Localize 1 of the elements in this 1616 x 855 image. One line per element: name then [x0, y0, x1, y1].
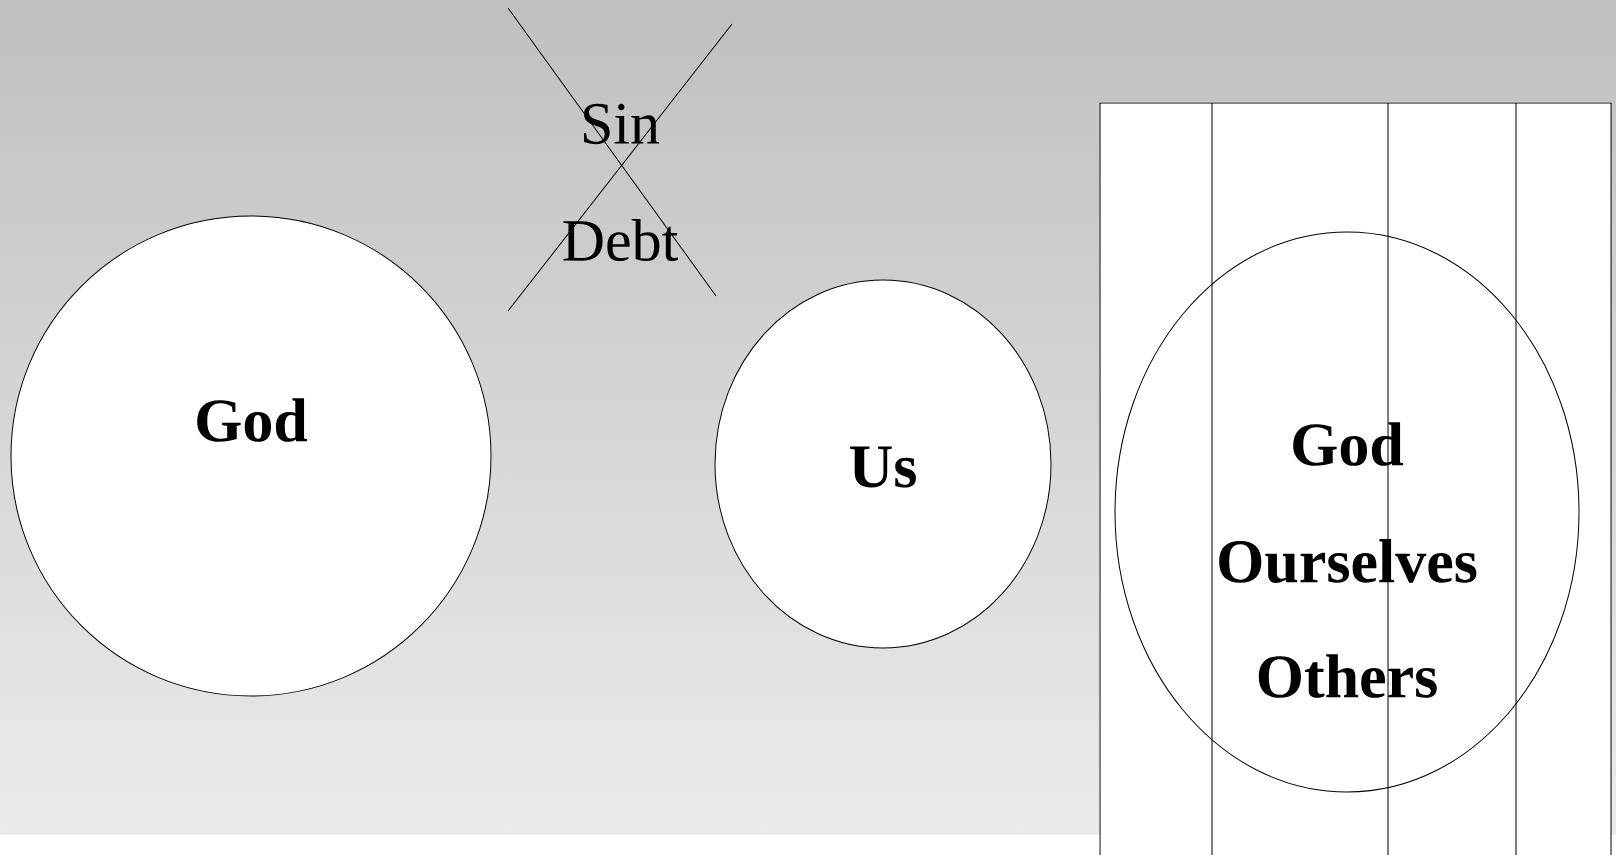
label: Debt	[563, 218, 678, 262]
